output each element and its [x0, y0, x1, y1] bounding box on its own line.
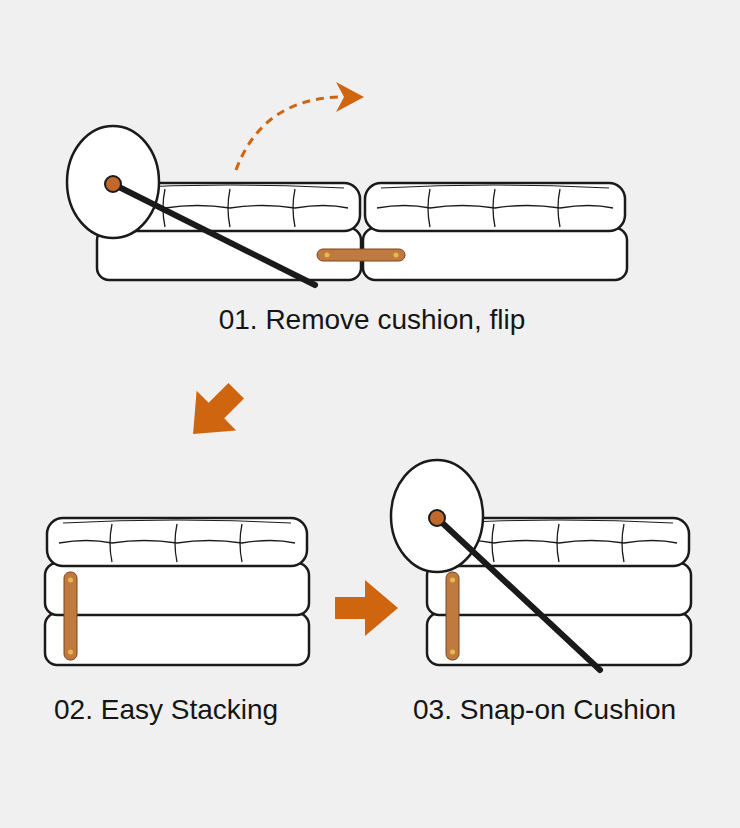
step-label: 02. Easy Stacking [54, 693, 278, 727]
step-label: 01. Remove cushion, flip [219, 303, 526, 337]
step-label: 03. Snap-on Cushion [413, 693, 676, 727]
